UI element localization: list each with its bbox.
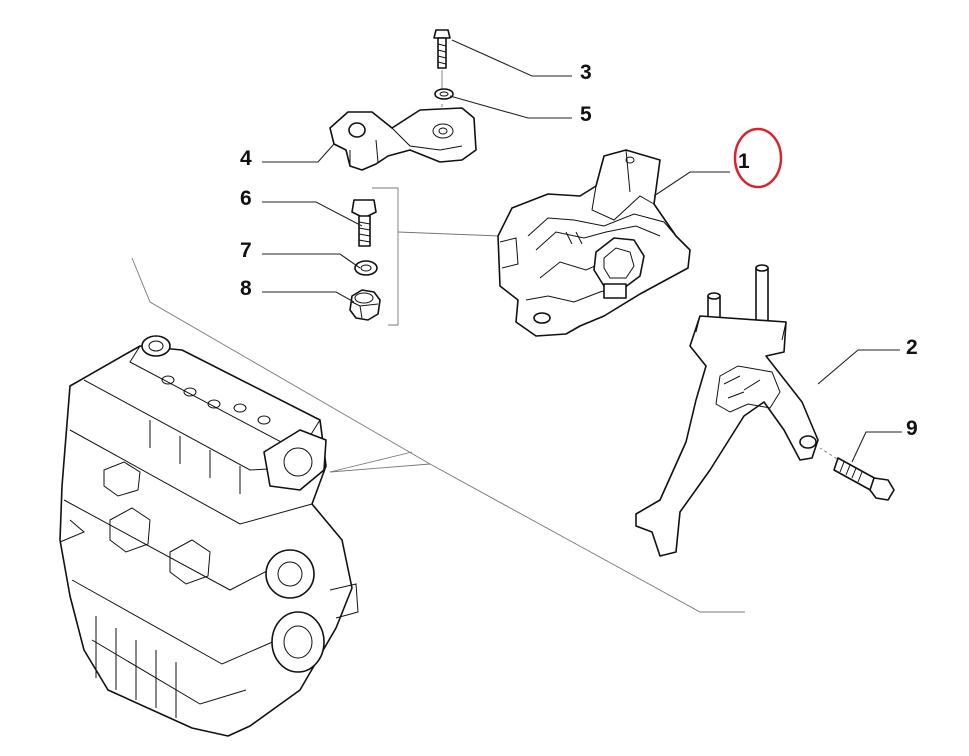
callout-labels: 1 2 3 4 5 6 7 8 9: [240, 61, 918, 440]
part-8-nut: [349, 289, 381, 321]
callout-8-label: 8: [240, 277, 252, 300]
part-2-support-bracket: [635, 264, 819, 557]
callout-4-label: 4: [240, 147, 252, 170]
part-7-washer: [354, 260, 378, 276]
callout-1-highlight-circle: [733, 127, 783, 189]
leader-lines: [262, 39, 902, 463]
engine-block-illustration: [59, 335, 359, 737]
part-6-bolt: [351, 199, 377, 247]
callout-3-label: 3: [580, 61, 592, 84]
part-1-engine-mount: [497, 149, 691, 337]
callout-5-label: 5: [580, 103, 592, 126]
callout-9-label: 9: [906, 417, 918, 440]
callout-6-label: 6: [240, 187, 252, 210]
part-4-bracket: [329, 107, 477, 171]
callout-1-label: 1: [738, 150, 750, 173]
callout-7-label: 7: [240, 239, 252, 262]
callout-2-label: 2: [906, 336, 918, 359]
part-9-bolt: [833, 457, 895, 501]
part-5-washer: [434, 88, 454, 100]
assembly-guide-lines: [131, 70, 843, 613]
part-3-bolt: [433, 29, 451, 69]
